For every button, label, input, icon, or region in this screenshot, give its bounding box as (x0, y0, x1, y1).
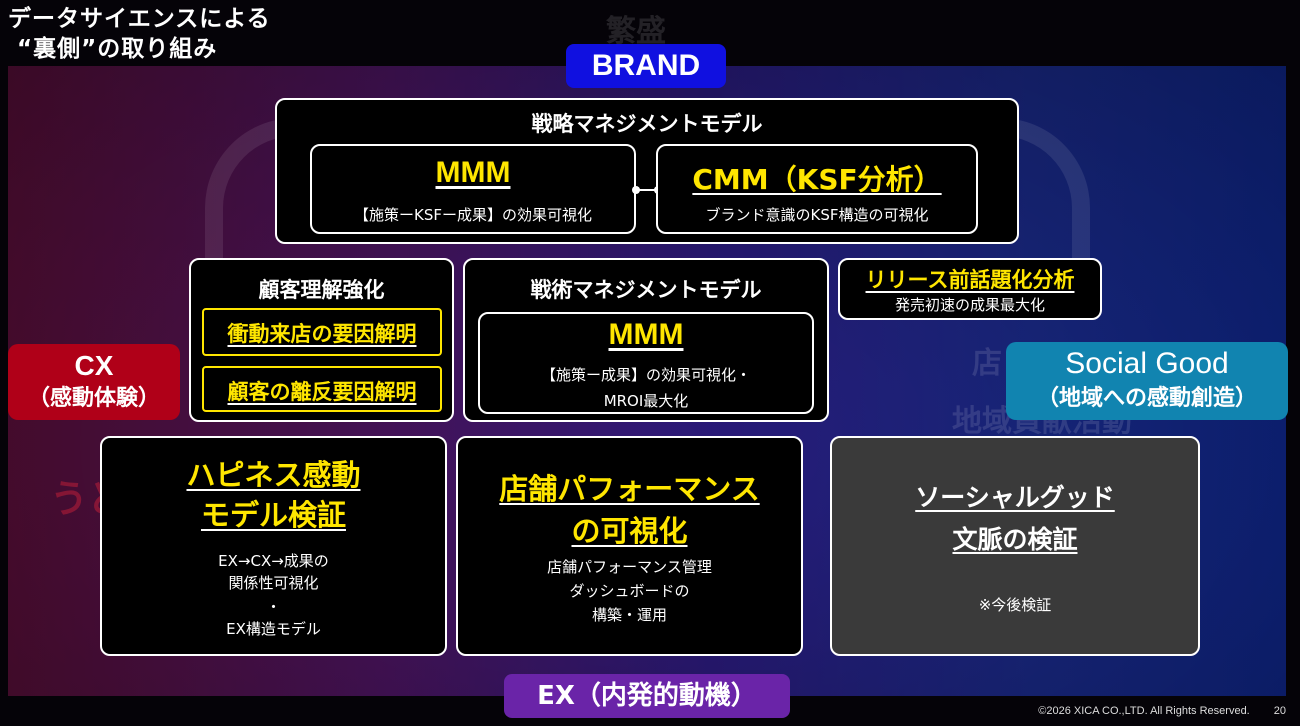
strategy-cmm-box: CMM（KSF分析） ブランド意識のKSF構造の可視化 (656, 144, 978, 234)
strategy-mmm-box: MMM 【施策ーKSFー成果】の効果可視化 (310, 144, 636, 234)
customer-item-1-box: 衝動来店の要因解明 (202, 308, 442, 356)
happiness-desc-4: EX構造モデル (226, 620, 321, 638)
happiness-desc-2: 関係性可視化 (228, 574, 319, 592)
strategy-mmm-desc: 【施策ーKSFー成果】の効果可視化 (354, 206, 592, 224)
store-desc-3: 構築・運用 (591, 606, 667, 624)
connector-line (636, 189, 658, 191)
slide-title-line2: “裏側”の取り組み (8, 36, 218, 62)
social-box: ソーシャルグッド 文脈の検証 ※今後検証 (830, 436, 1200, 656)
cx-label-line2: （感動体験） (27, 386, 160, 411)
cx-label: CX （感動体験） (8, 344, 180, 420)
background-word-hanjo: 繁盛 (606, 14, 666, 49)
store-title-1: 店舗パフォーマンス (499, 472, 760, 506)
strategy-mmm-title: MMM (435, 156, 511, 189)
tactical-model-title: 戦術マネジメントモデル (530, 278, 762, 302)
tactical-mmm-title: MMM (608, 318, 684, 351)
happiness-title-1: ハピネス感動 (186, 458, 361, 492)
store-desc-2: ダッシュボードの (569, 582, 690, 600)
cx-label-line1: CX (74, 350, 114, 381)
release-box: リリース前話題化分析 発売初速の成果最大化 (838, 258, 1102, 320)
happiness-desc-3: ・ (265, 598, 281, 616)
store-title-2: の可視化 (571, 514, 688, 548)
background-word-store: 店 (972, 346, 1002, 381)
customer-item-2: 顧客の離反要因解明 (227, 380, 417, 404)
customer-item-1: 衝動来店の要因解明 (227, 322, 417, 346)
social-title-1: ソーシャルグッド (915, 483, 1115, 512)
happiness-desc-1: EX→CX→成果の (218, 552, 329, 570)
customer-item-2-box: 顧客の離反要因解明 (202, 366, 442, 412)
social-good-label: Social Good （地域への感動創造） (1006, 342, 1288, 420)
social-good-label-line1: Social Good (1065, 347, 1229, 380)
happiness-title-2: モデル検証 (200, 498, 346, 532)
brand-label: BRAND (566, 44, 726, 88)
slide-title: データサイエンスによる “裏側”の取り組み (8, 4, 271, 64)
tactical-mmm-desc-1: 【施策ー成果】の効果可視化・ (540, 366, 751, 384)
page-number: 20 (1273, 705, 1286, 717)
store-box: 店舗パフォーマンス の可視化 店舗パフォーマンス管理 ダッシュボードの 構築・運… (456, 436, 803, 656)
social-title-2: 文脈の検証 (952, 525, 1078, 554)
strategy-model-title: 戦略マネジメントモデル (531, 112, 763, 136)
footer: ©2026 XICA CO.,LTD. All Rights Reserved.… (1014, 705, 1286, 717)
social-good-label-line2: （地域への感動創造） (1036, 386, 1257, 411)
happiness-box: ハピネス感動 モデル検証 EX→CX→成果の 関係性可視化 ・ EX構造モデル (100, 436, 447, 656)
store-desc-1: 店舗パフォーマンス管理 (547, 558, 712, 576)
social-note: ※今後検証 (978, 596, 1052, 614)
copyright: ©2026 XICA CO.,LTD. All Rights Reserved. (1038, 705, 1250, 717)
tactical-mmm-box: MMM 【施策ー成果】の効果可視化・ MROI最大化 (478, 312, 814, 414)
strategy-cmm-desc: ブランド意識のKSF構造の可視化 (705, 206, 929, 224)
ex-label: EX（内発的動機） (504, 674, 790, 718)
release-title: リリース前話題化分析 (865, 268, 1075, 292)
strategy-cmm-title: CMM（KSF分析） (692, 163, 942, 196)
release-desc: 発売初速の成果最大化 (894, 296, 1045, 314)
slide-title-line1: データサイエンスによる (8, 6, 271, 32)
customer-title: 顧客理解強化 (258, 278, 385, 302)
tactical-mmm-desc-2: MROI最大化 (603, 392, 689, 410)
